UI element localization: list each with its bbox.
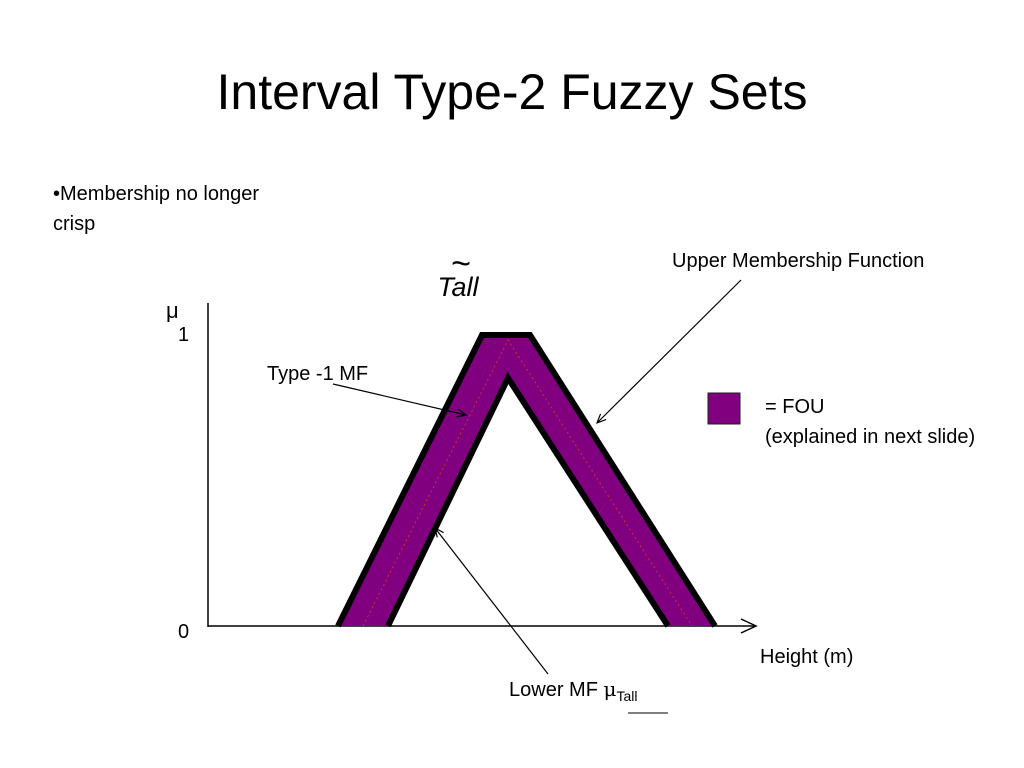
lower-mf-line — [385, 371, 671, 628]
y-tick-zero: 0 — [178, 621, 189, 643]
upper-mf-label: Upper Membership Function — [672, 250, 924, 272]
fou-legend-note: (explained in next slide) — [765, 426, 975, 448]
upper-mf-arrow — [597, 279, 742, 423]
lower-mf-arrow — [435, 528, 549, 675]
upper-mf-line — [335, 332, 718, 628]
y-axis-symbol: μ — [166, 298, 179, 323]
set-tilde: ~ — [451, 245, 471, 283]
fou-legend-label: = FOU — [765, 396, 824, 418]
lower-mf-mu: μ — [603, 677, 616, 701]
bullet-text: •Membership no longer crisp — [53, 183, 259, 235]
slide-title: Interval Type-2 Fuzzy Sets — [216, 64, 808, 120]
fou-legend-swatch — [707, 392, 741, 425]
type1-mf-label: Type -1 MF — [267, 363, 368, 385]
set-name: Tall — [437, 272, 479, 302]
y-tick-one: 1 — [178, 324, 189, 346]
lower-mf-prefix: Lower MF — [509, 679, 603, 701]
x-axis-label: Height (m) — [760, 646, 853, 668]
lower-mf-label: Lower MF μTall — [509, 677, 637, 704]
lower-mf-subscript: Tall — [616, 688, 637, 704]
type1-mf-arrow — [332, 383, 466, 415]
type1-mf-line — [362, 338, 693, 627]
fou-region — [338, 335, 715, 626]
